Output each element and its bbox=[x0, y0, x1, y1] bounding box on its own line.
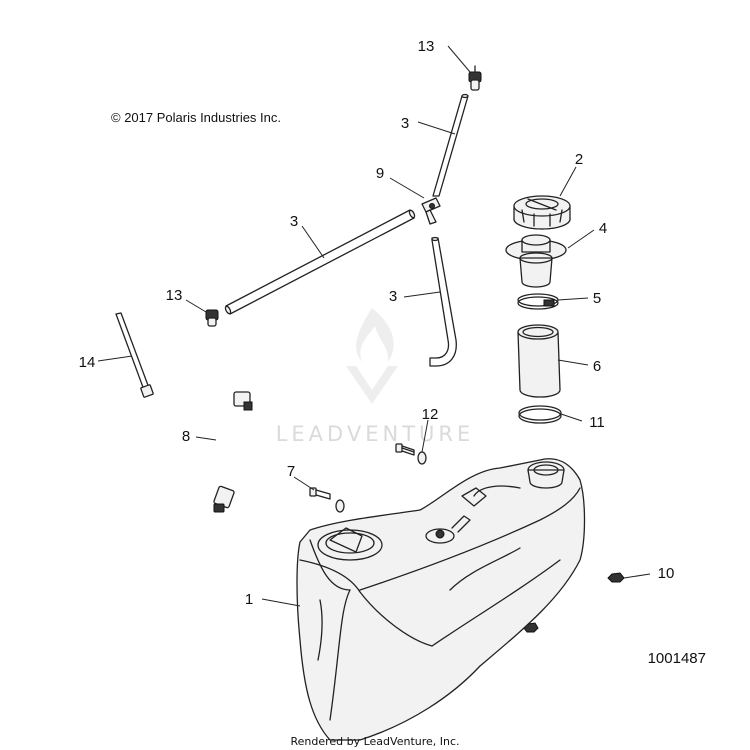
callout-9: 9 bbox=[376, 165, 384, 182]
vent-hose-bent[interactable] bbox=[429, 236, 457, 367]
callout-6: 6 bbox=[593, 358, 601, 375]
callout-14: 14 bbox=[79, 354, 96, 371]
fuel-cap[interactable] bbox=[513, 195, 571, 230]
callout-11: 11 bbox=[589, 414, 605, 431]
callout-12: 12 bbox=[422, 406, 439, 423]
callout-2: 2 bbox=[575, 151, 583, 168]
fuel-line[interactable] bbox=[207, 391, 253, 513]
diagram-number: 1001487 bbox=[648, 650, 706, 667]
leader-lines bbox=[97, 45, 651, 607]
callout-13-top: 13 bbox=[418, 38, 435, 55]
callout-3-long-hose: 3 bbox=[290, 213, 298, 230]
callout-3-vertical-hose: 3 bbox=[401, 115, 409, 132]
vent-hose-vertical[interactable] bbox=[432, 93, 469, 197]
footer-credit: Rendered by LeadVenture, Inc. bbox=[290, 735, 459, 748]
callout-3-bent-hose: 3 bbox=[389, 288, 397, 305]
tank-strap[interactable] bbox=[115, 312, 154, 398]
mounting-bolt-7[interactable] bbox=[309, 487, 345, 513]
filler-hose[interactable] bbox=[517, 324, 561, 398]
vent-valve-top[interactable] bbox=[468, 65, 482, 91]
callout-13-left: 13 bbox=[166, 287, 183, 304]
tee-fitting[interactable] bbox=[421, 197, 441, 225]
fuel-tank[interactable] bbox=[296, 458, 586, 741]
callout-10: 10 bbox=[658, 565, 675, 582]
nut-10[interactable] bbox=[607, 572, 625, 583]
hose-clamp-lower[interactable] bbox=[518, 405, 562, 424]
vent-hose-long[interactable] bbox=[224, 209, 416, 315]
callout-7: 7 bbox=[287, 463, 295, 480]
watermark-text: LEADVENTURE bbox=[276, 422, 475, 446]
mounting-bolt-12[interactable] bbox=[395, 443, 427, 465]
vent-valve-left[interactable] bbox=[205, 309, 219, 327]
watermark-logo bbox=[346, 308, 398, 404]
callout-8: 8 bbox=[182, 428, 190, 445]
callout-1: 1 bbox=[245, 591, 253, 608]
hose-clamp-upper[interactable] bbox=[517, 293, 559, 310]
copyright-text: © 2017 Polaris Industries Inc. bbox=[111, 110, 281, 125]
filler-neck[interactable] bbox=[505, 234, 567, 288]
callout-4: 4 bbox=[599, 220, 607, 237]
callout-5: 5 bbox=[593, 290, 601, 307]
